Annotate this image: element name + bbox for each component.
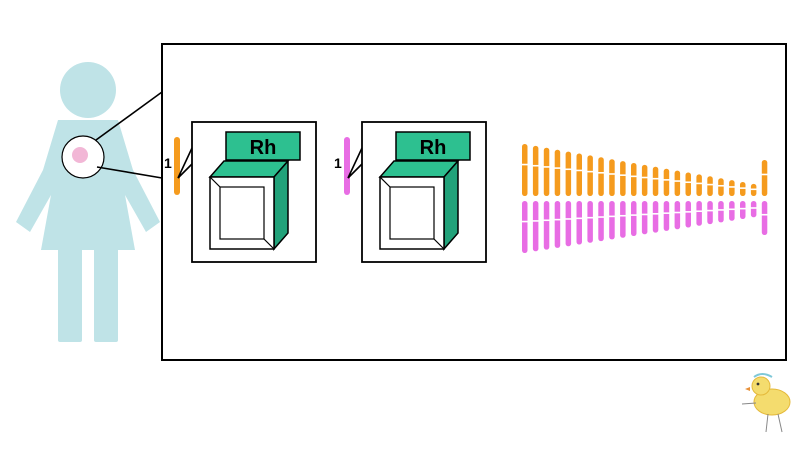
karyotype-chromosome-top — [696, 174, 702, 196]
person-silhouette-icon — [16, 62, 160, 342]
karyotype-chromosome-top — [620, 161, 626, 196]
karyotype-chromosome-bottom — [696, 201, 702, 226]
karyotype-chromosome-bottom — [609, 201, 615, 240]
chromosome-number-label: 1 — [334, 155, 342, 171]
chromosome-number-label: 1 — [164, 155, 172, 171]
karyotype-chromosome-bottom — [543, 201, 550, 250]
karyotype-chromosome-top — [641, 164, 648, 196]
karyotype-chromosome-top — [707, 176, 713, 196]
karyotype-chromosome-bottom — [707, 201, 713, 225]
gene-panel: 1 Rh — [334, 121, 487, 263]
karyotype-chromosome-bottom — [587, 201, 593, 243]
karyotype-chromosome-bottom — [685, 201, 691, 228]
karyotype-chromosome-bottom — [652, 201, 659, 233]
zoom-callout-lines — [95, 91, 163, 179]
karyotype-chromosome-top — [663, 168, 670, 196]
karyotype-chromosome-top — [522, 144, 528, 196]
karyotype-chromosome-top — [631, 163, 637, 196]
cell-icon — [61, 135, 105, 179]
karyotype-chromosome-bottom — [554, 201, 561, 248]
karyotype-chromosome-bottom — [663, 201, 670, 231]
karyotype-chromosome-bottom — [598, 201, 604, 242]
rh-gene-label: Rh — [420, 137, 447, 159]
karyotype-chromosome-bottom — [641, 201, 648, 235]
karyotype — [521, 144, 768, 253]
gene-panels: 1 Rh 1 Rh — [164, 121, 487, 263]
karyotype-chromosome-top — [587, 155, 593, 196]
karyotype-chromosome-bottom — [620, 201, 626, 238]
karyotype-chromosome-top — [576, 153, 582, 196]
karyotype-chromosome-top — [729, 180, 735, 196]
karyotype-chromosome-top — [740, 182, 746, 196]
karyotype-chromosome-top — [532, 145, 539, 196]
karyotype-chromosome-top — [609, 159, 615, 196]
karyotype-chromosome-bottom — [729, 201, 735, 221]
karyotype-chromosome-bottom — [740, 201, 746, 219]
karyotype-chromosome-top — [674, 170, 681, 196]
karyotype-chromosome-top — [718, 178, 724, 196]
karyotype-chromosome-top — [598, 157, 604, 196]
chromosome-1-marker — [344, 137, 350, 195]
karyotype-chromosome-bottom — [522, 201, 528, 253]
karyotype-chromosome-bottom — [674, 201, 681, 230]
karyotype-chromosome-top — [565, 151, 572, 196]
gene-panel: 1 Rh — [164, 121, 317, 263]
karyotype-chromosome-top — [554, 149, 561, 196]
karyotype-chromosome-top — [685, 172, 691, 196]
karyotype-chromosome-bottom — [761, 201, 768, 235]
karyotype-chromosome-top — [652, 166, 659, 196]
karyotype-chromosome-bottom — [718, 201, 724, 223]
chromosome-1-marker — [174, 137, 180, 195]
karyotype-chromosome-top — [543, 147, 550, 196]
karyotype-chromosome-top — [761, 160, 768, 196]
karyotype-chromosome-bottom — [631, 201, 637, 236]
rh-gene-tag — [395, 131, 471, 161]
karyotype-chromosome-bottom — [532, 201, 539, 252]
karyotype-chromosome-bottom — [565, 201, 572, 247]
chick-drawing-icon — [741, 373, 791, 433]
karyotype-chromosome-bottom — [750, 201, 757, 218]
karyotype-chromosome-bottom — [576, 201, 582, 245]
rh-gene-label: Rh — [250, 137, 277, 159]
rh-gene-tag — [225, 131, 301, 161]
